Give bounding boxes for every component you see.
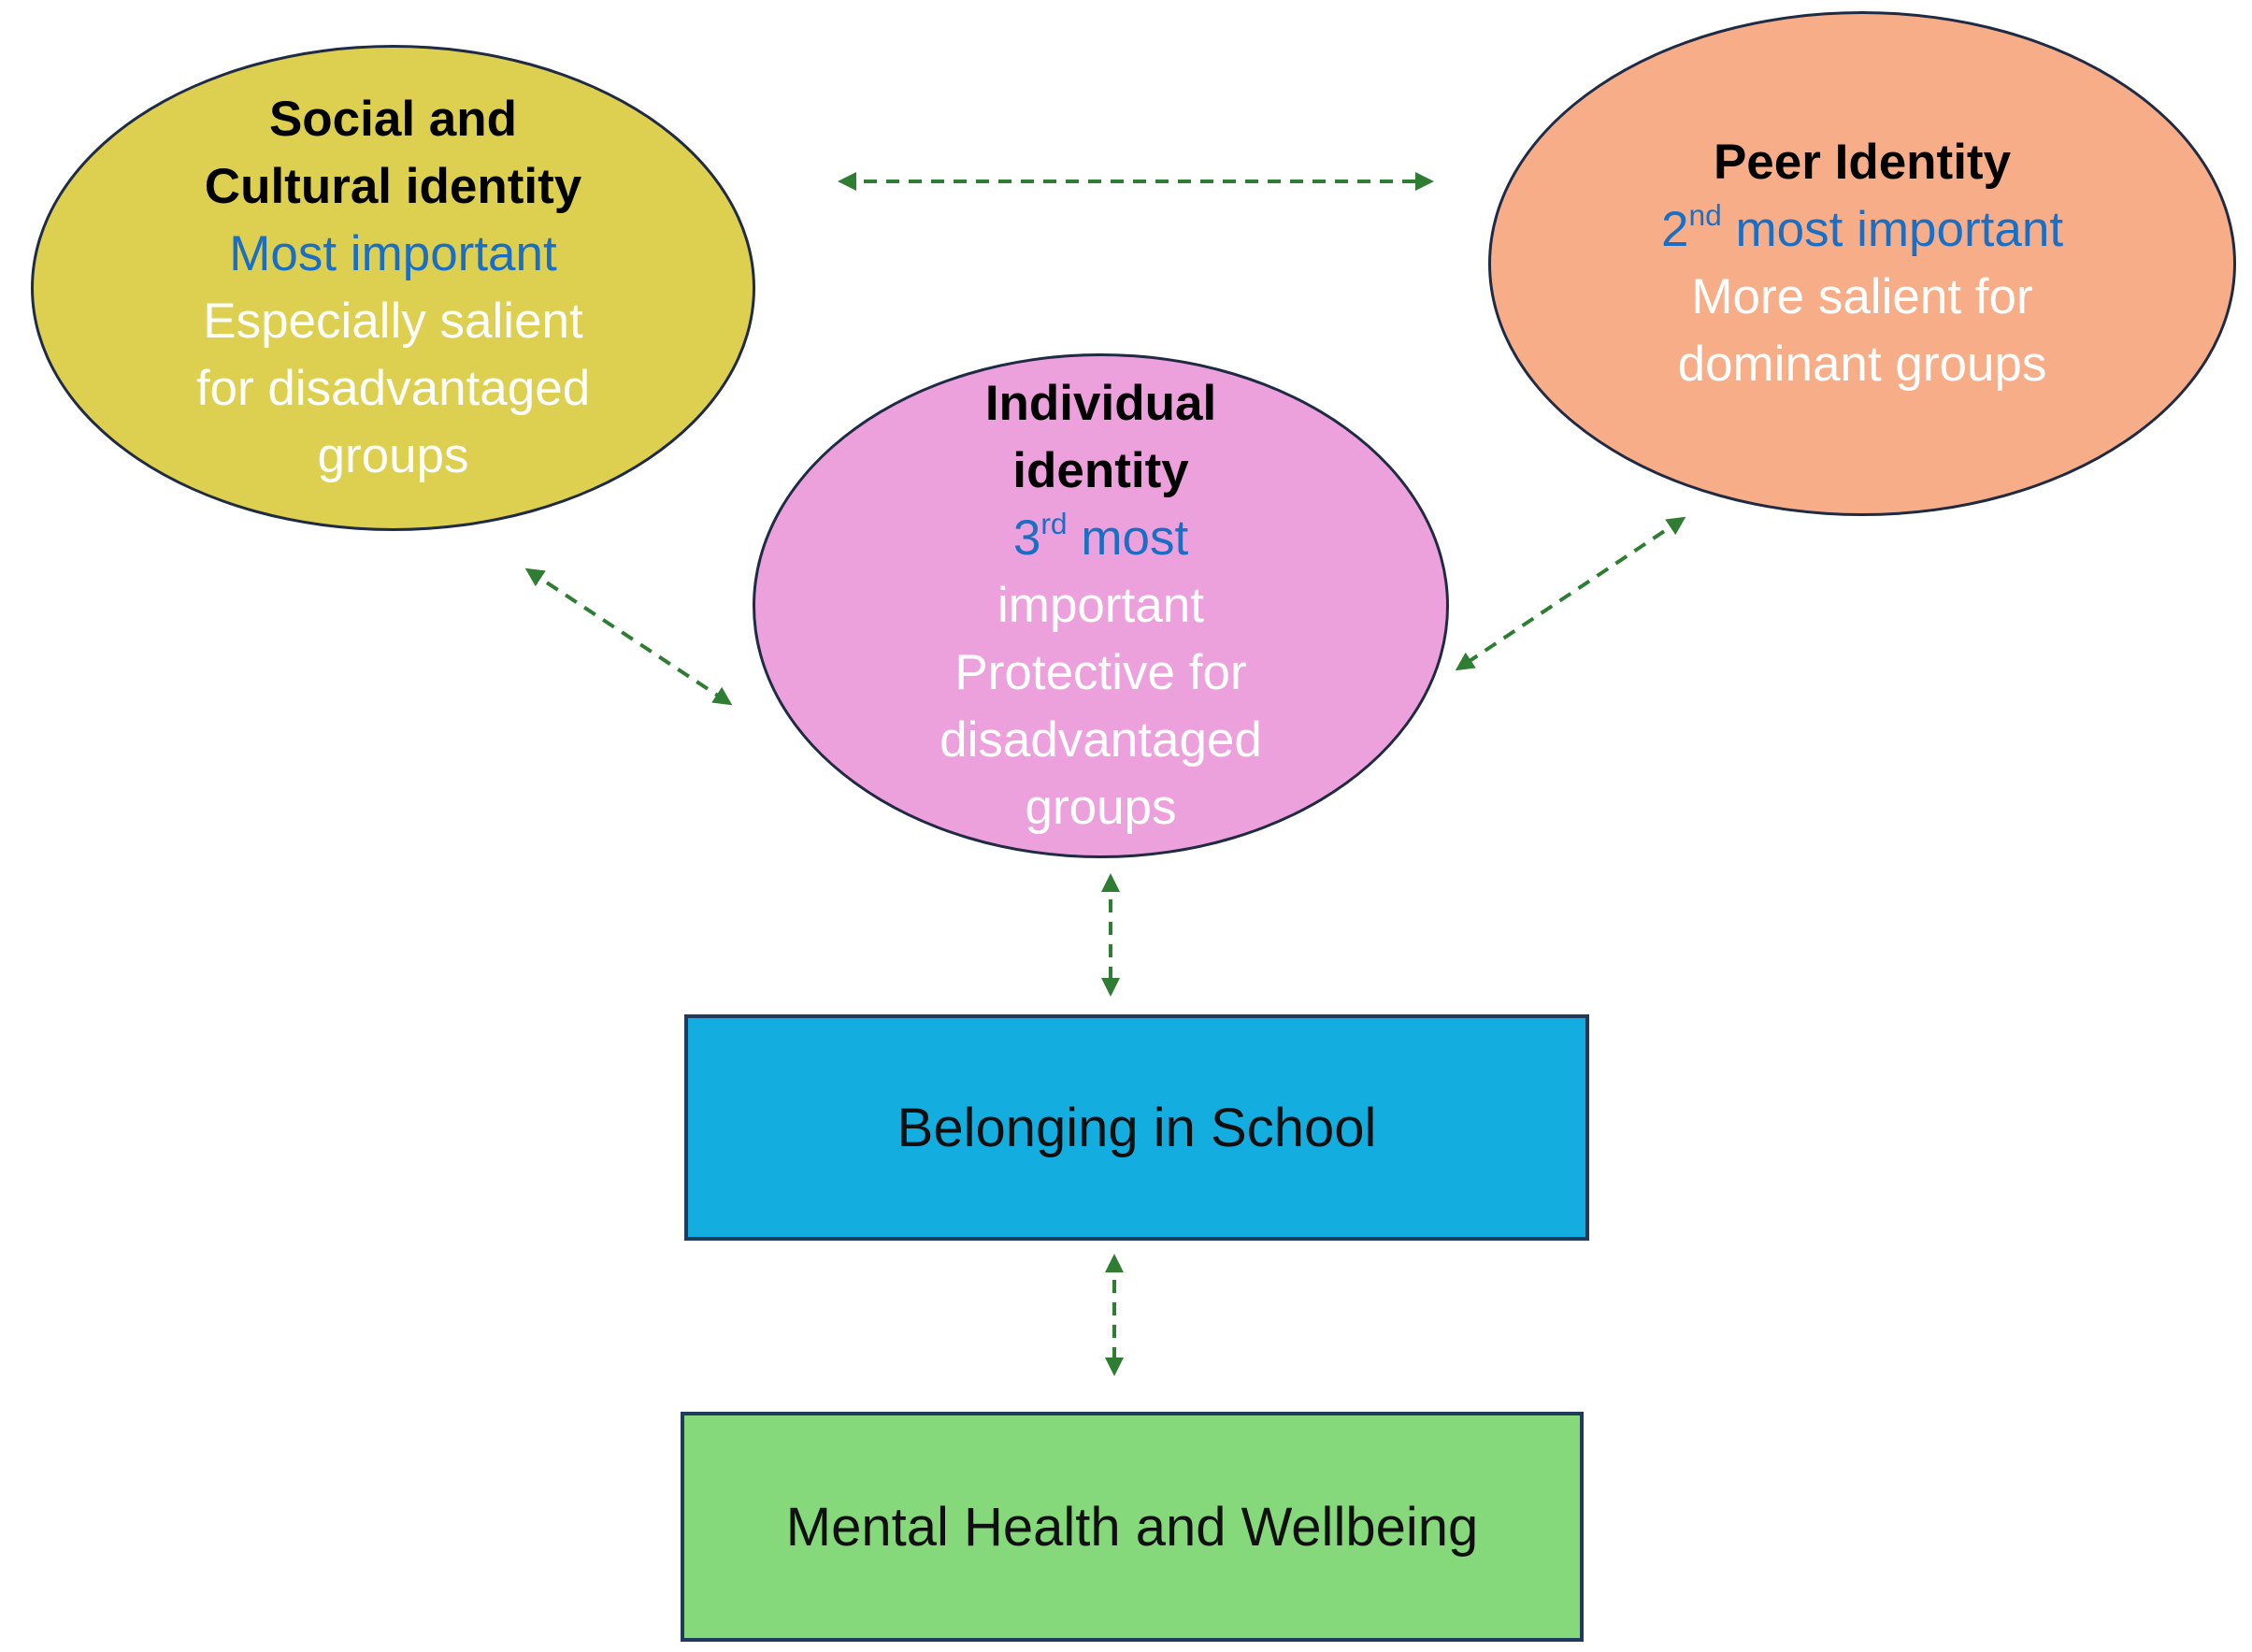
individual-identity-node: Individual identity 3rd most important P… [753, 353, 1449, 858]
peer-title: Peer Identity [1713, 135, 2012, 190]
individual-rank: 3rd most [1012, 506, 1189, 566]
peer-desc-line-1: More salient for [1691, 269, 2033, 324]
social-title-line-1: Social and [268, 92, 518, 147]
individual-desc-line-3: disadvantaged [940, 712, 1262, 768]
belonging-label: Belonging in School [896, 1097, 1377, 1158]
individual-desc-line-2: Protective for [954, 645, 1247, 700]
social-desc-line-3: groups [317, 428, 469, 483]
peer-desc-line-2: dominant groups [1677, 337, 2047, 392]
individual-desc-line-1: important [997, 578, 1204, 633]
social-desc-line-2: for disadvantaged [195, 361, 591, 416]
individual-title-line-2: identity [1012, 443, 1189, 498]
edge-peer-individual [1455, 516, 1686, 671]
belonging-in-school-box: Belonging in School [684, 1014, 1589, 1241]
social-desc-line-1: Especially salient [203, 294, 583, 349]
social-title-line-2: Cultural identity [204, 159, 582, 214]
social-rank: Most important [229, 226, 557, 281]
mental-health-wellbeing-box: Mental Health and Wellbeing [681, 1412, 1584, 1642]
individual-desc-line-4: groups [1025, 780, 1177, 835]
peer-rank: 2nd most important [1660, 197, 2064, 257]
individual-title-line-1: Individual [984, 376, 1217, 431]
wellbeing-label: Mental Health and Wellbeing [785, 1496, 1479, 1558]
social-cultural-identity-node: Social and Cultural identity Most import… [31, 45, 755, 531]
peer-identity-node: Peer Identity 2nd most important More sa… [1488, 11, 2236, 516]
edge-social-individual [524, 567, 733, 706]
